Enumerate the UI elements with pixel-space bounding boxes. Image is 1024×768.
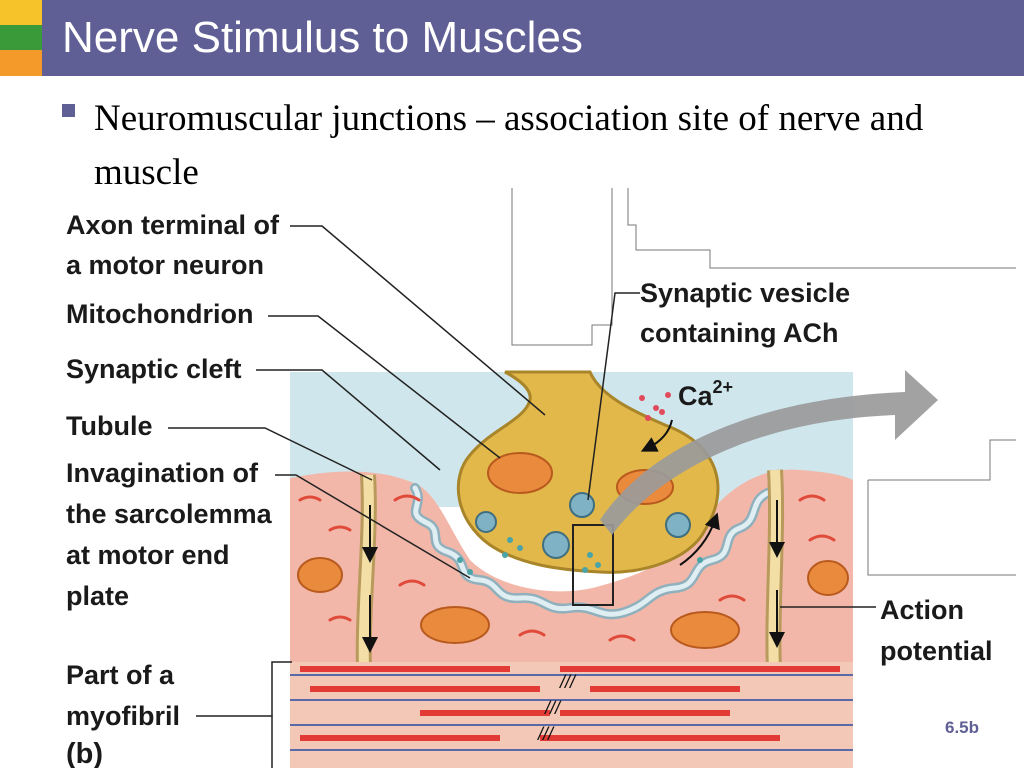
action-potential-arrows <box>362 500 785 653</box>
release-detail-box <box>572 524 614 606</box>
corner-accent-orange <box>0 50 42 76</box>
slide-title: Nerve Stimulus to Muscles <box>62 13 583 62</box>
corner-accent-yellow <box>0 0 42 25</box>
label-axon-terminal-line2: a motor neuron <box>66 250 264 280</box>
ach-molecules <box>457 537 703 575</box>
bullet-square-icon <box>62 104 75 117</box>
leader-lines <box>168 225 876 768</box>
label-invagination-line1: Invagination of <box>66 458 259 488</box>
sarcoplasmic-reticulum-fragments <box>298 494 836 642</box>
calcium-entry-arrow <box>640 419 673 452</box>
action-potential-big-arrow <box>600 370 938 535</box>
muscle-mitochondria <box>297 557 849 649</box>
label-tubule: Tubule <box>66 411 152 441</box>
label-synaptic-vesicle-line2: containing ACh <box>640 318 838 348</box>
sarcolemma-fold-inner <box>412 485 773 617</box>
label-myofibril-line1: Part of a <box>66 660 175 690</box>
title-bar: Nerve Stimulus to Muscles <box>0 0 1024 76</box>
label-calcium-base: Ca <box>678 381 713 411</box>
synaptic-vesicles <box>475 492 691 559</box>
corner-accent-green <box>0 25 42 50</box>
svg-text:///: /// <box>558 672 577 692</box>
svg-text:///: /// <box>536 724 555 744</box>
label-mitochondrion: Mitochondrion <box>66 299 253 329</box>
label-panel-b: (b) <box>66 738 103 768</box>
label-invagination-line2: the sarcolemma <box>66 499 273 529</box>
bullet-text: Neuromuscular junctions – association si… <box>94 98 924 193</box>
label-synaptic-cleft: Synaptic cleft <box>66 354 242 384</box>
label-axon-terminal-line1: Axon terminal of <box>66 210 280 240</box>
figure-reference: 6.5b <box>945 718 979 737</box>
axon-terminal <box>456 370 720 574</box>
svg-text:///: /// <box>543 698 562 718</box>
myofibril: /// /// /// <box>290 662 853 768</box>
corner-accent <box>0 0 42 76</box>
label-calcium: Ca2+ <box>678 377 733 411</box>
label-action-potential-line1: Action <box>880 595 964 625</box>
background-outline <box>511 188 1016 576</box>
label-invagination-line4: plate <box>66 581 129 611</box>
label-invagination-line3: at motor end <box>66 540 230 570</box>
calcium-ions <box>639 392 671 421</box>
label-myofibril-line2: myofibril <box>66 701 180 731</box>
label-calcium-superscript: 2+ <box>713 377 734 397</box>
label-synaptic-vesicle-line1: Synaptic vesicle <box>640 278 850 308</box>
label-action-potential-line2: potential <box>880 636 993 666</box>
